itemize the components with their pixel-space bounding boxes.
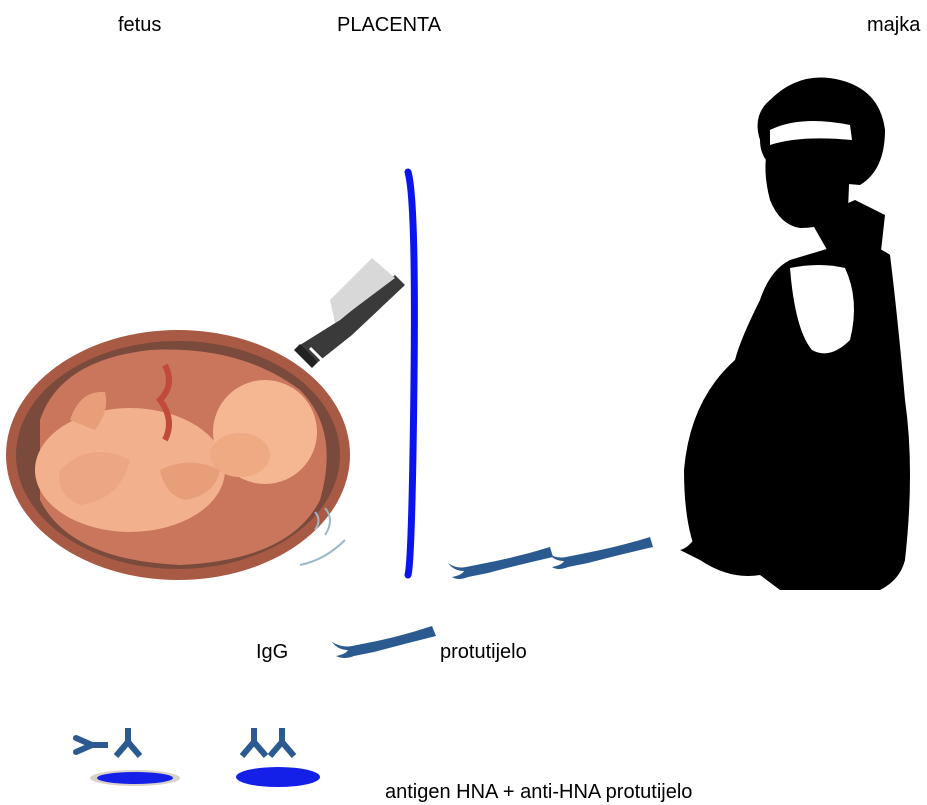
fetus-ultrasound-illustration (6, 258, 405, 580)
pregnant-woman-silhouette (680, 78, 910, 591)
fetus-label: fetus (118, 13, 161, 37)
antigen-icon (76, 728, 320, 787)
mother-label: majka (867, 13, 920, 37)
igg-legend-antibody-icon (332, 626, 436, 658)
igg-antibody-icon (448, 547, 553, 579)
placenta-label: PLACENTA (337, 13, 441, 37)
antibody-label: protutijelo (440, 640, 527, 664)
antigen-legend-label: antigen HNA + anti-HNA protutijelo (385, 780, 692, 804)
antibody-pair (448, 537, 653, 579)
igg-antibody-icon (548, 537, 653, 569)
placenta-line (408, 172, 414, 575)
igg-label: IgG (256, 640, 288, 664)
